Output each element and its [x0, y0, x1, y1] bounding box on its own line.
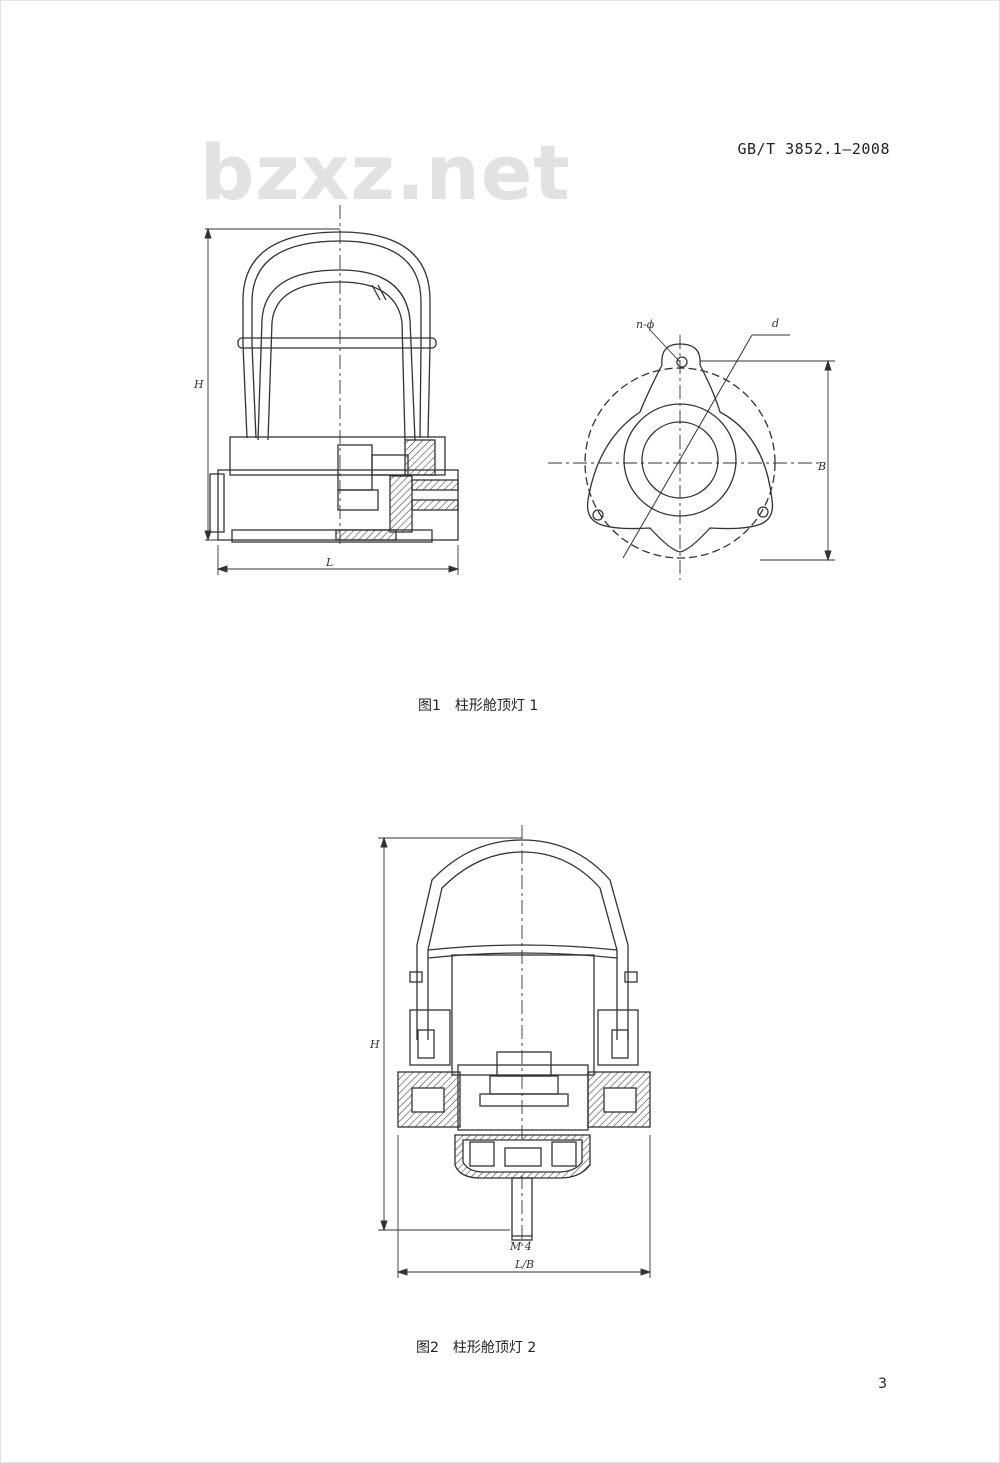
- figure2-dimensions: [378, 836, 652, 1278]
- figure1-width-dimension: [700, 359, 835, 562]
- fig2-label-L-B: L/B: [514, 1258, 534, 1271]
- standard-code: GB/T 3852.1—2008: [737, 140, 890, 158]
- page-number: 3: [878, 1376, 887, 1392]
- fig2-label-M4: M 4: [509, 1240, 532, 1253]
- fig1-label-n-phi: n-ϕ: [636, 318, 655, 331]
- watermark: bzxz.net: [200, 128, 571, 217]
- figure1-number: 图1: [418, 698, 441, 714]
- figure2-number: 图2: [416, 1340, 439, 1356]
- figure1-dimensions: [204, 227, 460, 575]
- figure1-title: 柱形舱顶灯 1: [454, 698, 539, 714]
- figure1-top-view: [548, 329, 820, 580]
- fig1-label-H: H: [193, 378, 204, 391]
- figure2-title: 柱形舱顶灯 2: [452, 1340, 537, 1356]
- fig2-label-H: H: [369, 1038, 380, 1051]
- figure2-caption: 图2 柱形舱顶灯 2: [416, 1337, 536, 1357]
- figure1-caption: 图1 柱形舱顶灯 1: [418, 695, 538, 715]
- figure2-side-view: [397, 825, 651, 1250]
- figure1-side-view: [209, 205, 459, 545]
- fig1-label-L: L: [325, 556, 333, 569]
- fig1-label-d: d: [772, 317, 779, 330]
- fig1-label-B: B: [817, 460, 826, 473]
